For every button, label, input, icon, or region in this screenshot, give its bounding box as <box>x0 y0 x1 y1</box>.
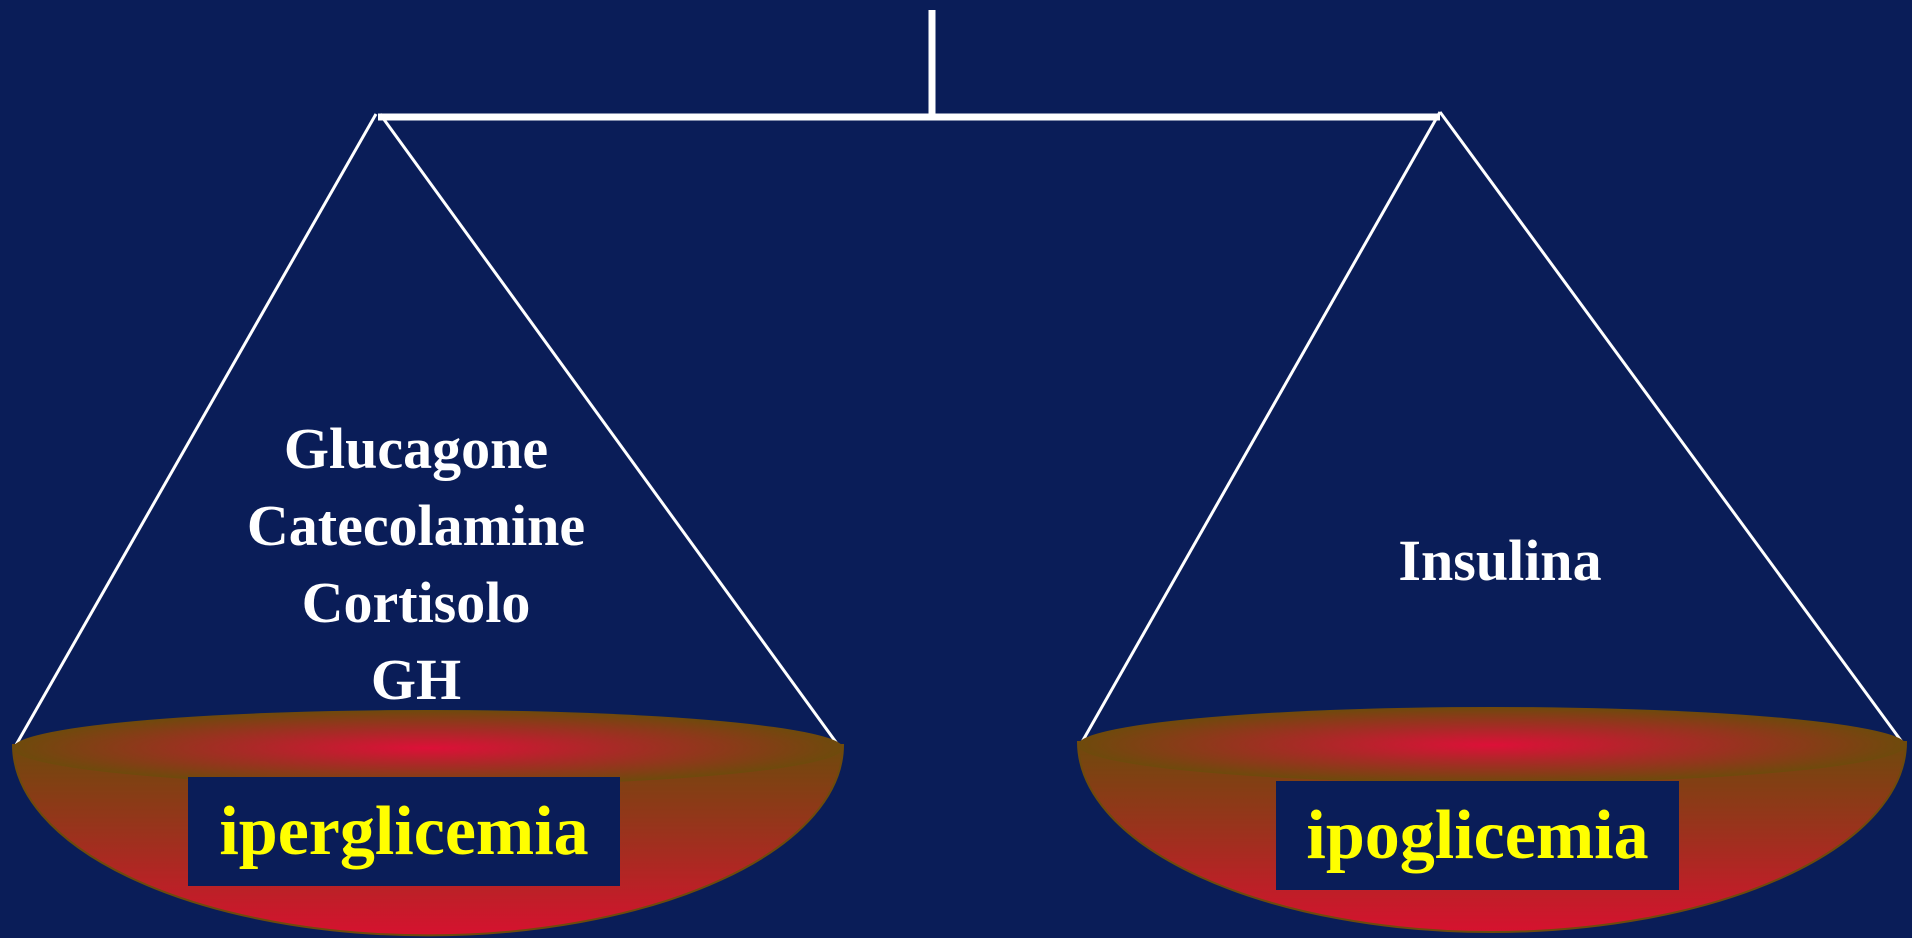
right-outcome-label: ipoglicemia <box>1276 781 1679 890</box>
hormone-label: Catecolamine <box>196 487 636 564</box>
hormone-label: Cortisolo <box>196 564 636 641</box>
outcome-text: iperglicemia <box>219 792 588 872</box>
hormone-label: GH <box>196 641 636 718</box>
hormone-label: Glucagone <box>196 410 636 487</box>
right-pan-string-left <box>1082 112 1440 742</box>
right-hormone-list: Insulina <box>1300 522 1700 599</box>
outcome-text: ipoglicemia <box>1306 796 1648 876</box>
left-outcome-label: iperglicemia <box>188 777 620 886</box>
right-pan-string-right <box>1440 112 1902 742</box>
left-hormone-list: Glucagone Catecolamine Cortisolo GH <box>196 410 636 718</box>
hormone-label: Insulina <box>1300 522 1700 599</box>
